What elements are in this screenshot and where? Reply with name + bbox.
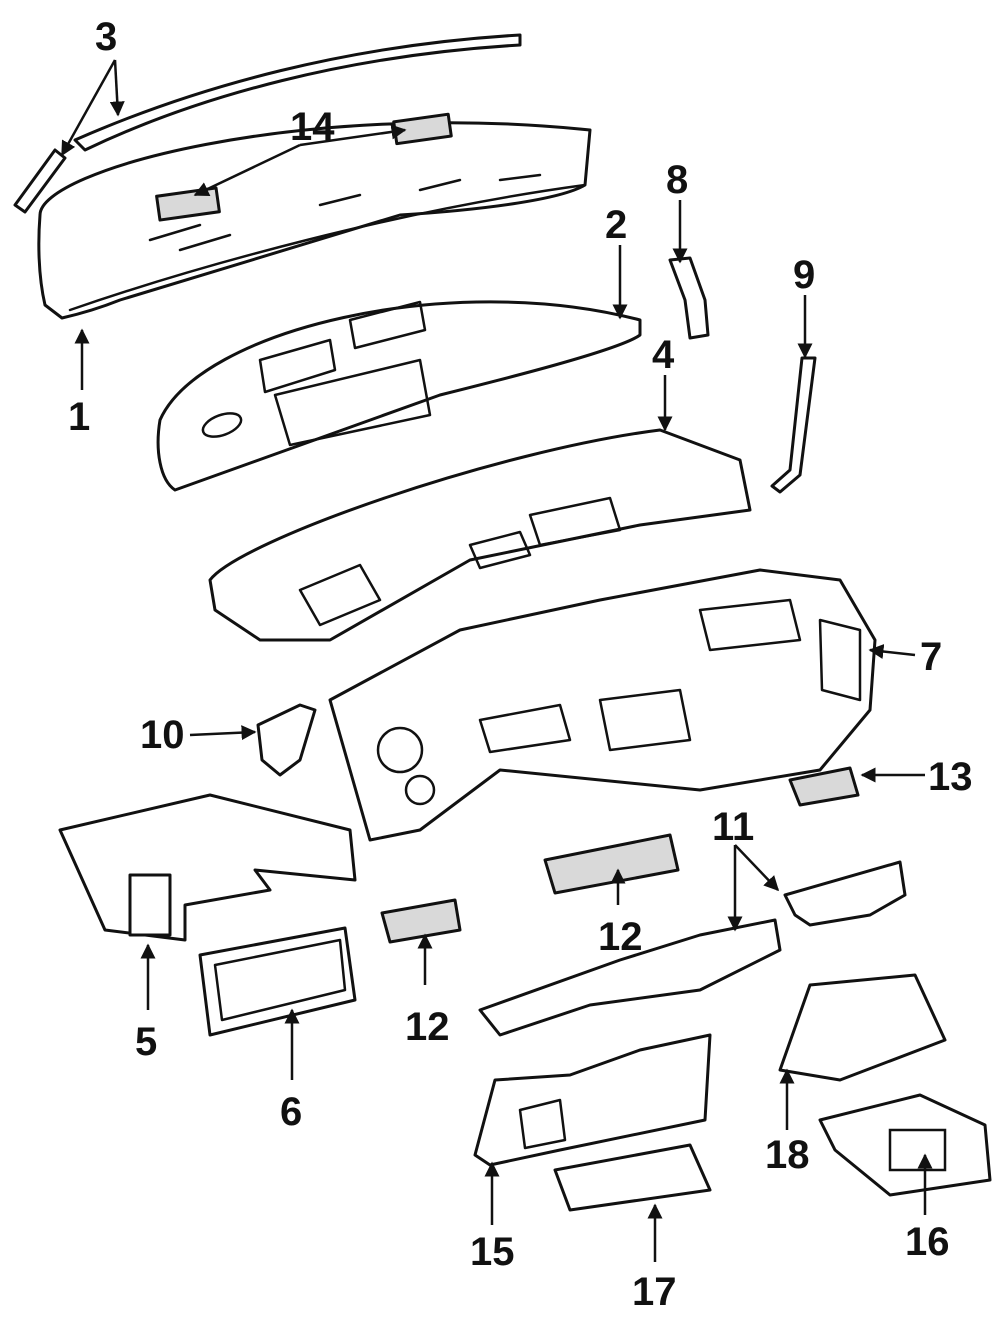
callout-4: 4 [652,333,675,377]
callout-14: 14 [290,105,335,149]
part-compartment-17 [553,1143,712,1212]
part-lower-trim-15 [473,1033,712,1167]
part-vent-12-side [380,898,462,944]
callout-1: 1 [68,395,90,439]
callout-16: 16 [905,1220,950,1264]
part-trim-panel-11 [478,860,907,1037]
part-vent-12-center [543,833,680,895]
part-brace-9 [770,356,817,494]
part-duct-panel [208,428,752,642]
callout-13: 13 [928,755,973,799]
part-instrument-cluster [198,926,357,1037]
part-glove-box-door [778,973,947,1082]
part-bracket-10 [256,703,317,777]
part-molding-strip [13,33,522,214]
part-cluster-hood [58,793,357,942]
callout-10: 10 [140,713,185,757]
callout-2: 2 [605,203,627,247]
leader-lines [60,59,933,1262]
callout-8: 8 [666,158,688,202]
part-vent-13 [788,766,860,807]
callout-17: 17 [632,1270,677,1314]
part-upper-pad [37,121,592,320]
part-glove-box-bin [818,1093,992,1197]
part-bracket-8 [668,256,710,340]
callout-12-center: 12 [598,915,643,959]
part-cover-panel [156,300,642,492]
callout-3: 3 [95,15,117,59]
callout-11: 11 [712,805,754,849]
callout-7: 7 [920,635,942,679]
part-instrument-panel-frame [328,568,877,842]
callout-18: 18 [765,1133,810,1177]
callout-9: 9 [793,253,815,297]
callout-12-side: 12 [405,1005,450,1049]
callout-15: 15 [470,1230,515,1274]
callout-labels: 3 14 1 2 8 9 4 7 10 13 11 12 12 5 6 15 1… [68,15,973,1314]
callout-6: 6 [280,1090,302,1134]
callout-5: 5 [135,1020,157,1064]
